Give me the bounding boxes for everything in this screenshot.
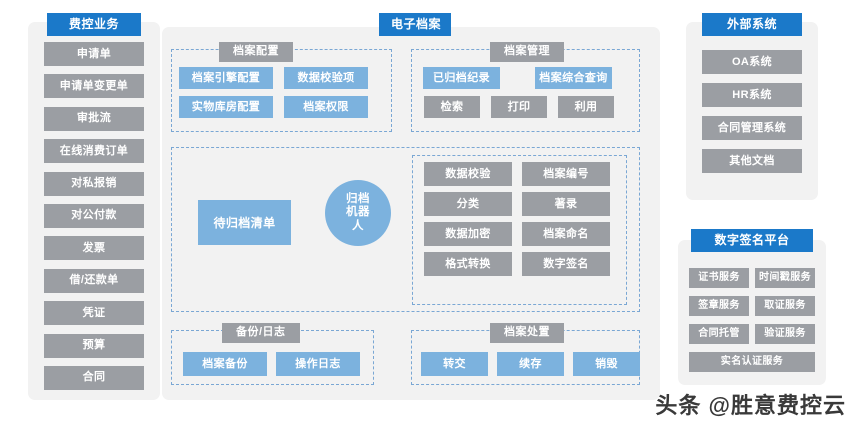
digital-signature-item[interactable]: 合同托管 (689, 324, 749, 344)
archive-step-item[interactable]: 数据校验 (424, 162, 512, 186)
fee-business-list: 申请单申请单变更单审批流在线消费订单对私报销对公付款发票借/还款单凭证预算合同 (44, 42, 144, 390)
archive-workflow-group (171, 147, 640, 312)
archive-config-title: 档案配置 (219, 42, 293, 62)
backup-log-item[interactable]: 档案备份 (183, 352, 267, 376)
archive-management-action[interactable]: 打印 (491, 96, 547, 118)
pending-archive-list-box[interactable]: 待归档清单 (198, 200, 291, 245)
archive-step-item[interactable]: 档案编号 (522, 162, 610, 186)
external-system-item[interactable]: HR系统 (702, 83, 802, 107)
fee-business-item[interactable]: 申请单变更单 (44, 74, 144, 99)
robot-line-2: 机器 (346, 206, 370, 219)
watermark-text: 头条 @胜意费控云 (655, 393, 846, 418)
digital-signature-list: 证书服务时间戳服务签章服务取证服务合同托管验证服务实名认证服务 (689, 268, 815, 372)
backup-log-items: 档案备份操作日志 (183, 352, 360, 376)
archive-step-item[interactable]: 数据加密 (424, 222, 512, 246)
archive-step-item[interactable]: 数字签名 (522, 252, 610, 276)
fee-business-item[interactable]: 对私报销 (44, 171, 144, 196)
archive-config-item[interactable]: 档案引擎配置 (179, 67, 273, 89)
external-system-item[interactable]: 合同管理系统 (702, 116, 802, 140)
digital-signature-item[interactable]: 验证服务 (755, 324, 815, 344)
archive-management-item[interactable]: 档案综合查询 (535, 67, 612, 89)
archive-management-title: 档案管理 (490, 42, 564, 62)
backup-log-item[interactable]: 操作日志 (276, 352, 360, 376)
archive-step-item[interactable]: 格式转换 (424, 252, 512, 276)
backup-log-title: 备份/日志 (222, 323, 300, 343)
external-system-item[interactable]: 其他文档 (702, 149, 802, 173)
external-systems-panel: OA系统 HR系统合同管理系统其他文档 (686, 22, 818, 200)
archive-management-primary-items: 已归档纪录 档案综合查询 (423, 67, 612, 89)
archive-management-action[interactable]: 利用 (558, 96, 614, 118)
fee-business-item[interactable]: 对公付款 (44, 203, 144, 228)
fee-business-item[interactable]: 在线消费订单 (44, 139, 144, 164)
archiving-robot-node[interactable]: 归档 机器 人 (325, 180, 391, 246)
archive-step-item[interactable]: 档案命名 (522, 222, 610, 246)
fee-business-item[interactable]: 合同 (44, 365, 144, 390)
digital-signature-panel: 证书服务时间戳服务签章服务取证服务合同托管验证服务实名认证服务 (678, 240, 826, 385)
archive-config-items: 档案引擎配置数据校验项实物库房配置档案权限 (179, 67, 368, 118)
robot-line-1: 归档 (346, 192, 370, 205)
external-systems-title: 外部系统 (702, 13, 802, 36)
archive-steps-items: 数据校验档案编号分类著录数据加密档案命名格式转换数字签名 (424, 162, 610, 276)
fee-business-item[interactable]: 凭证 (44, 301, 144, 326)
archive-disposal-items: 转交续存销毁 (421, 352, 640, 376)
fee-business-item[interactable]: 预算 (44, 333, 144, 358)
archive-disposal-item[interactable]: 转交 (421, 352, 488, 376)
archive-step-item[interactable]: 分类 (424, 192, 512, 216)
archive-config-item[interactable]: 档案权限 (284, 96, 368, 118)
external-systems-list: OA系统 HR系统合同管理系统其他文档 (702, 50, 802, 173)
digital-signature-title: 数字签名平台 (691, 229, 813, 252)
archive-config-item[interactable]: 实物库房配置 (179, 96, 273, 118)
external-system-item[interactable]: OA系统 (702, 50, 802, 74)
archive-step-item[interactable]: 著录 (522, 192, 610, 216)
archive-management-item[interactable]: 已归档纪录 (423, 67, 500, 89)
digital-signature-item[interactable]: 取证服务 (755, 296, 815, 316)
digital-signature-item[interactable]: 证书服务 (689, 268, 749, 288)
digital-signature-item[interactable]: 实名认证服务 (689, 352, 815, 372)
archive-disposal-item[interactable]: 销毁 (573, 352, 640, 376)
archive-disposal-item[interactable]: 续存 (497, 352, 564, 376)
archive-disposal-title: 档案处置 (490, 323, 564, 343)
fee-business-item[interactable]: 发票 (44, 236, 144, 261)
archive-steps-group (412, 155, 627, 305)
fee-business-title: 费控业务 (47, 13, 141, 36)
fee-business-item[interactable]: 审批流 (44, 106, 144, 131)
digital-signature-item[interactable]: 签章服务 (689, 296, 749, 316)
digital-signature-item[interactable]: 时间戳服务 (755, 268, 815, 288)
archive-management-action[interactable]: 检索 (424, 96, 480, 118)
fee-business-item[interactable]: 申请单 (44, 42, 144, 66)
robot-line-3: 人 (352, 219, 364, 232)
fee-business-item[interactable]: 借/还款单 (44, 268, 144, 293)
fee-business-panel: 申请单申请单变更单审批流在线消费订单对私报销对公付款发票借/还款单凭证预算合同 (28, 22, 160, 400)
archive-management-secondary-items: 检索打印利用 (424, 96, 614, 118)
archive-config-item[interactable]: 数据校验项 (284, 67, 368, 89)
electronic-archive-title: 电子档案 (379, 13, 451, 36)
